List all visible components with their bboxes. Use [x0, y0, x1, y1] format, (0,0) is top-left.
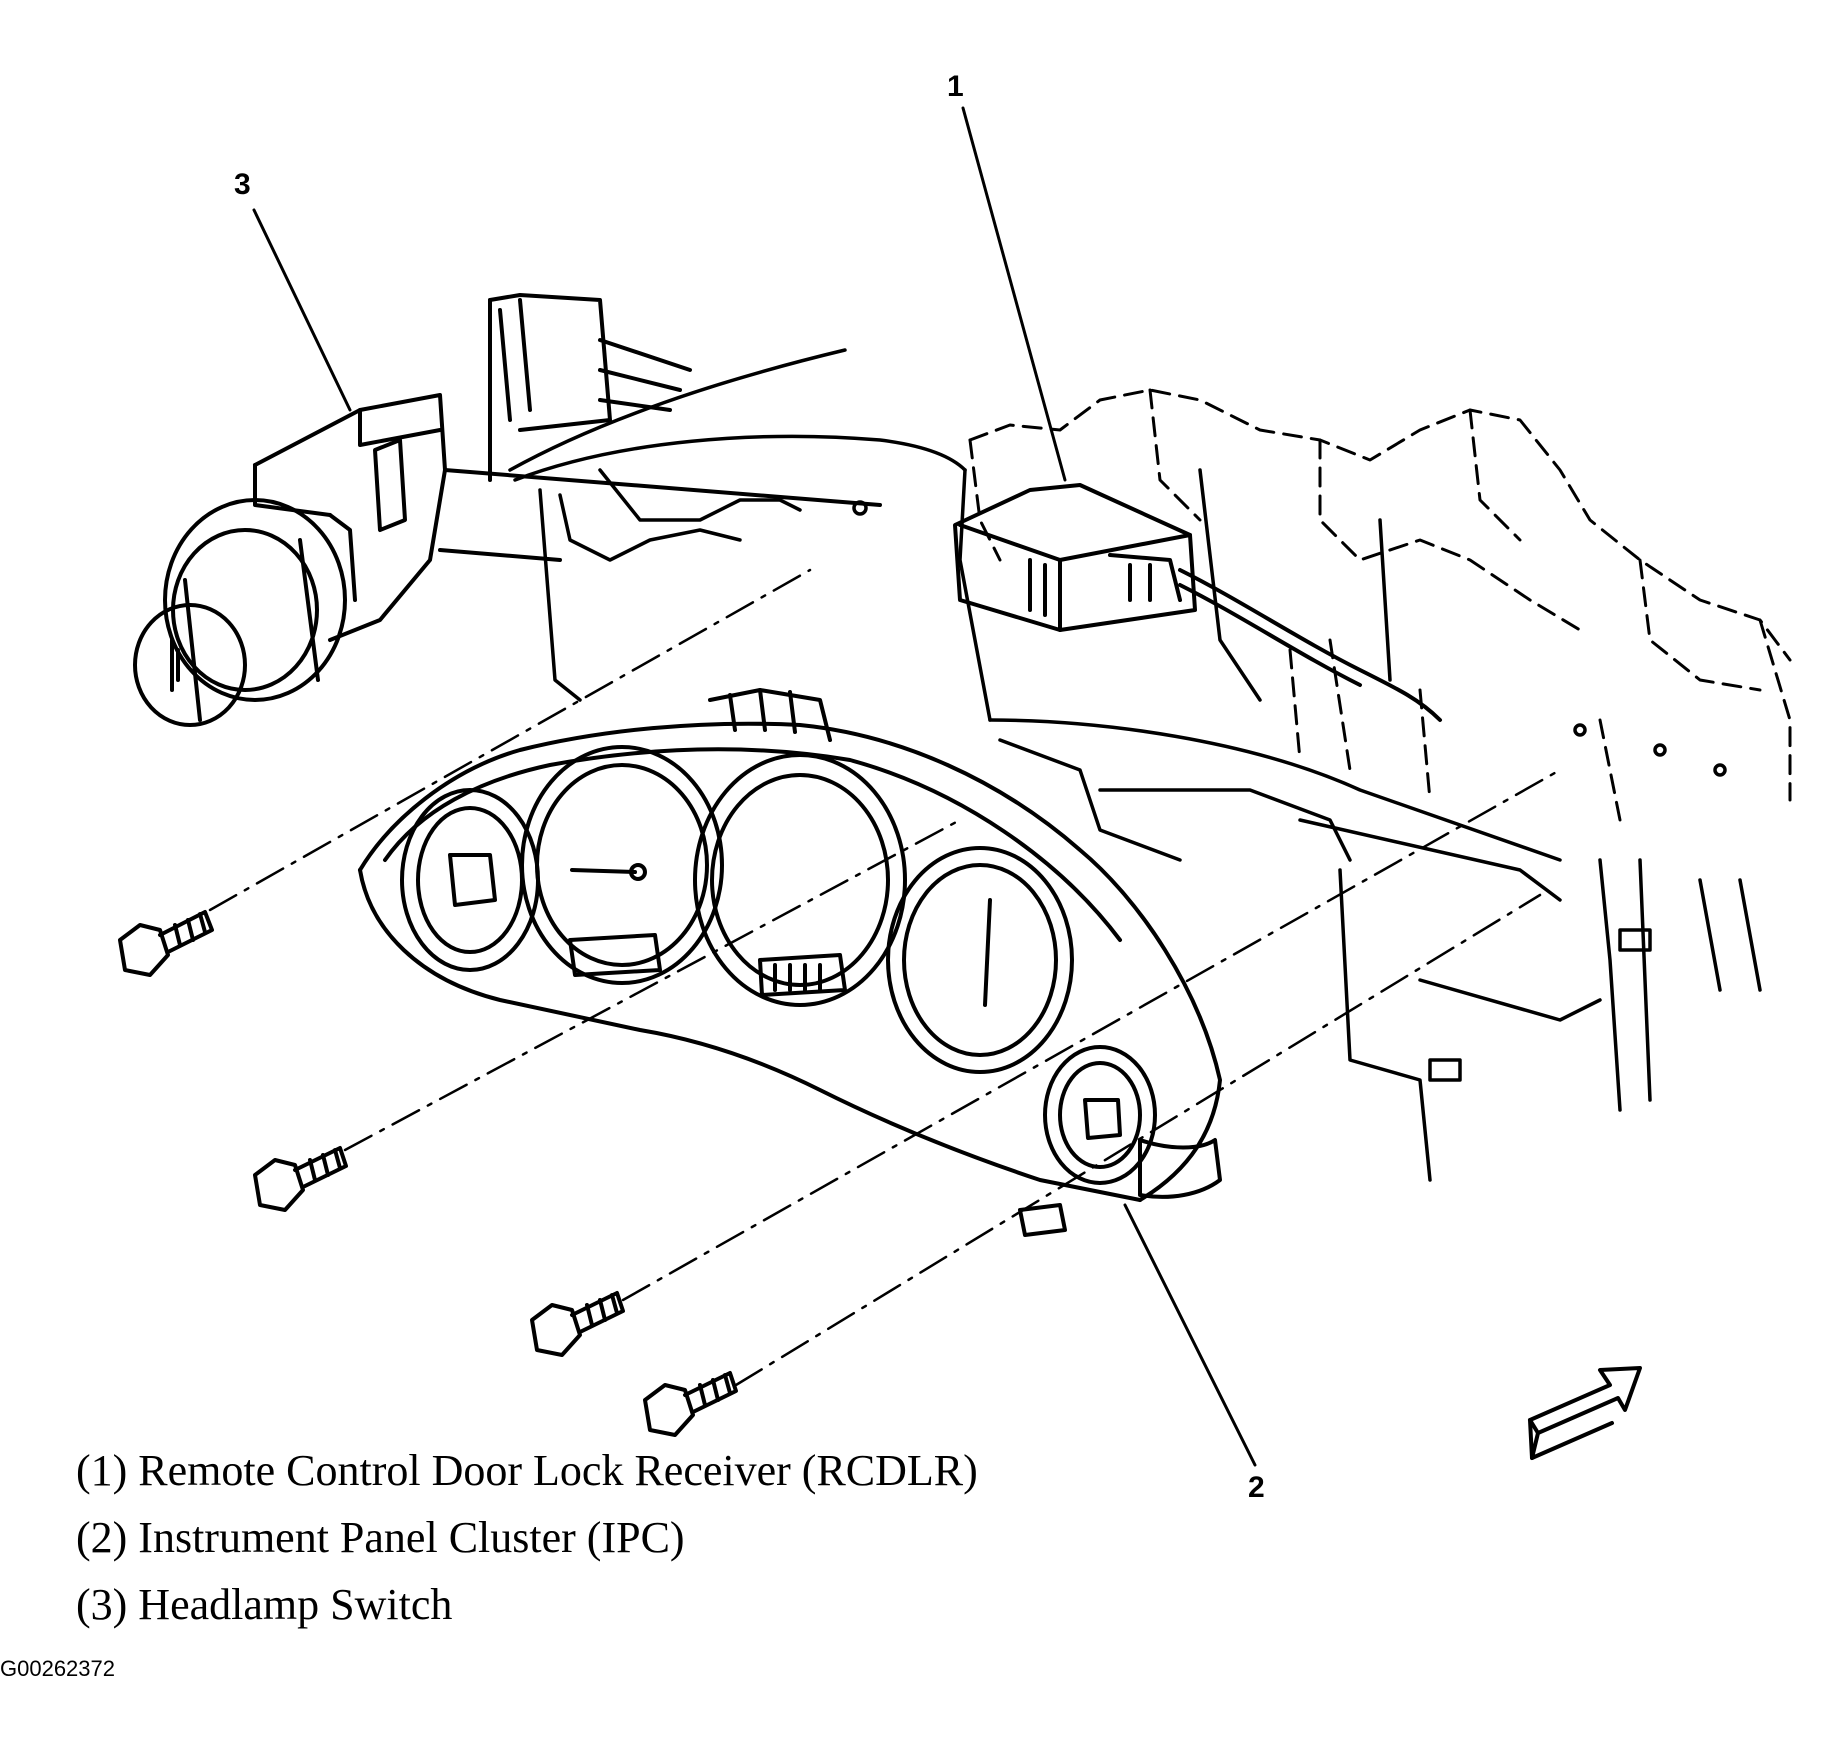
rcdlr-module-drawing [953, 483, 1442, 722]
screw-4 [643, 1371, 738, 1437]
ipc-cluster-drawing [358, 688, 1222, 1237]
screw-1 [118, 910, 214, 977]
screw-3 [530, 1291, 625, 1357]
leader-line-2 [1123, 1203, 1257, 1467]
callout-number-3: 3 [234, 168, 251, 201]
callout-number-1: 1 [947, 70, 964, 103]
installation-lines [208, 568, 1562, 1387]
callout-number-2: 2 [1248, 1471, 1265, 1504]
instrument-panel-carrier [508, 348, 1762, 1182]
leader-line-3 [252, 208, 352, 412]
legend-item-headlamp-switch: (3) Headlamp Switch [76, 1580, 453, 1629]
headlamp-switch-drawing [133, 293, 882, 727]
legend-item-rcdlr: (1) Remote Control Door Lock Receiver (R… [76, 1446, 978, 1495]
screw-2 [253, 1146, 348, 1212]
legend-item-ipc: (2) Instrument Panel Cluster (IPC) [76, 1513, 685, 1562]
orientation-arrow [1528, 1366, 1642, 1460]
legend: (1) Remote Control Door Lock Receiver (R… [76, 1437, 978, 1638]
leader-lines [252, 106, 1257, 1467]
figure-id: G00262372 [0, 1656, 115, 1681]
leader-line-1 [961, 106, 1067, 482]
mounting-screws [118, 910, 738, 1437]
dashed-dash-structure [968, 388, 1792, 822]
